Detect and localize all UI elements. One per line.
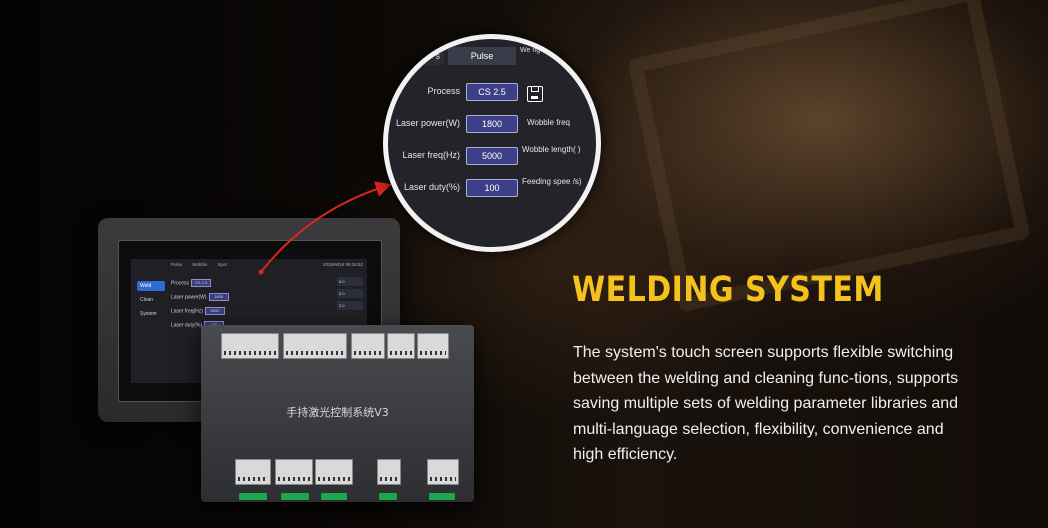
description-text: The system's touch screen supports flexi… (573, 344, 959, 463)
save-icon[interactable] (527, 86, 543, 102)
terminal-block (275, 459, 313, 485)
device-side-panel: 5.0 3.0 3.0 (337, 277, 363, 313)
zoom-tab-pulse[interactable]: Pulse (448, 47, 516, 65)
device-tab-wobble[interactable]: Wobble (192, 262, 208, 267)
terminal-block (377, 459, 401, 485)
zoom-label-feeding-speed: Feeding spee /s) (522, 177, 582, 186)
zoom-label-process: Process (427, 86, 460, 96)
device-field-process[interactable]: CS 2.5 (191, 279, 212, 287)
background-blurred-machine (627, 0, 1031, 313)
green-connector (379, 493, 397, 500)
zoom-label-laser-duty: Laser duty(%) (403, 182, 460, 192)
green-connector (429, 493, 455, 500)
terminal-block (283, 333, 347, 359)
green-connector (281, 493, 309, 500)
device-side-value[interactable]: 5.0 (337, 277, 363, 286)
device-nav-clean[interactable]: Clean (140, 297, 154, 303)
controller-box: 手持激光控制系统V3 (201, 325, 474, 502)
green-connector (321, 493, 347, 500)
device-side-value[interactable]: 3.0 (337, 289, 363, 298)
device-field-freq[interactable]: 5000 (204, 307, 225, 315)
terminal-block (315, 459, 353, 485)
zoom-tab-left[interactable]: s (388, 47, 444, 65)
zoom-field-process[interactable]: CS 2.5 (466, 83, 518, 101)
terminal-block (417, 333, 449, 359)
device-tab-pulse[interactable]: Pulse (171, 262, 183, 267)
green-connector (239, 493, 267, 500)
zoom-field-laser-freq[interactable]: 5000 (466, 147, 518, 165)
device-nav: Weld Clean System (137, 281, 165, 323)
device-row-freq: Laser freq(Hz)5000 (171, 307, 225, 315)
zoom-field-laser-duty[interactable]: 100 (466, 179, 518, 197)
zoom-label-laser-freq: Laser freq(Hz) (402, 150, 460, 160)
device-side-value[interactable]: 3.0 (337, 301, 363, 310)
device-screen-header: Pulse Wobble Spot 2025/M/18 09:35:52 (171, 262, 363, 267)
terminal-block (235, 459, 271, 485)
terminal-block (427, 459, 459, 485)
zoom-label-wobble-length: Wobble length( ) (522, 145, 581, 154)
zoom-field-laser-power[interactable]: 1800 (466, 115, 518, 133)
device-timestamp: 2025/M/18 09:35:52 (322, 262, 363, 267)
zoom-label-laser-power: Laser power(W) (395, 118, 460, 128)
device-nav-system[interactable]: System (140, 311, 157, 317)
device-field-power[interactable]: 1800 (208, 293, 229, 301)
terminal-block (387, 333, 415, 359)
zoom-magnifier: s Pulse We ng Process CS 2.5 Laser power… (383, 34, 601, 252)
device-nav-weld[interactable]: Weld (137, 281, 165, 291)
page-title: WELDING SYSTEM (572, 270, 884, 310)
zoom-label-wobble-freq: Wobble freq (527, 118, 570, 127)
device-row-power: Laser power(W)1800 (171, 293, 229, 301)
controller-label: 手持激光控制系统V3 (286, 406, 389, 419)
zoom-tab-right[interactable]: We ng (520, 47, 541, 54)
terminal-block (221, 333, 279, 359)
terminal-block (351, 333, 385, 359)
device-tab-spot[interactable]: Spot (217, 262, 227, 267)
